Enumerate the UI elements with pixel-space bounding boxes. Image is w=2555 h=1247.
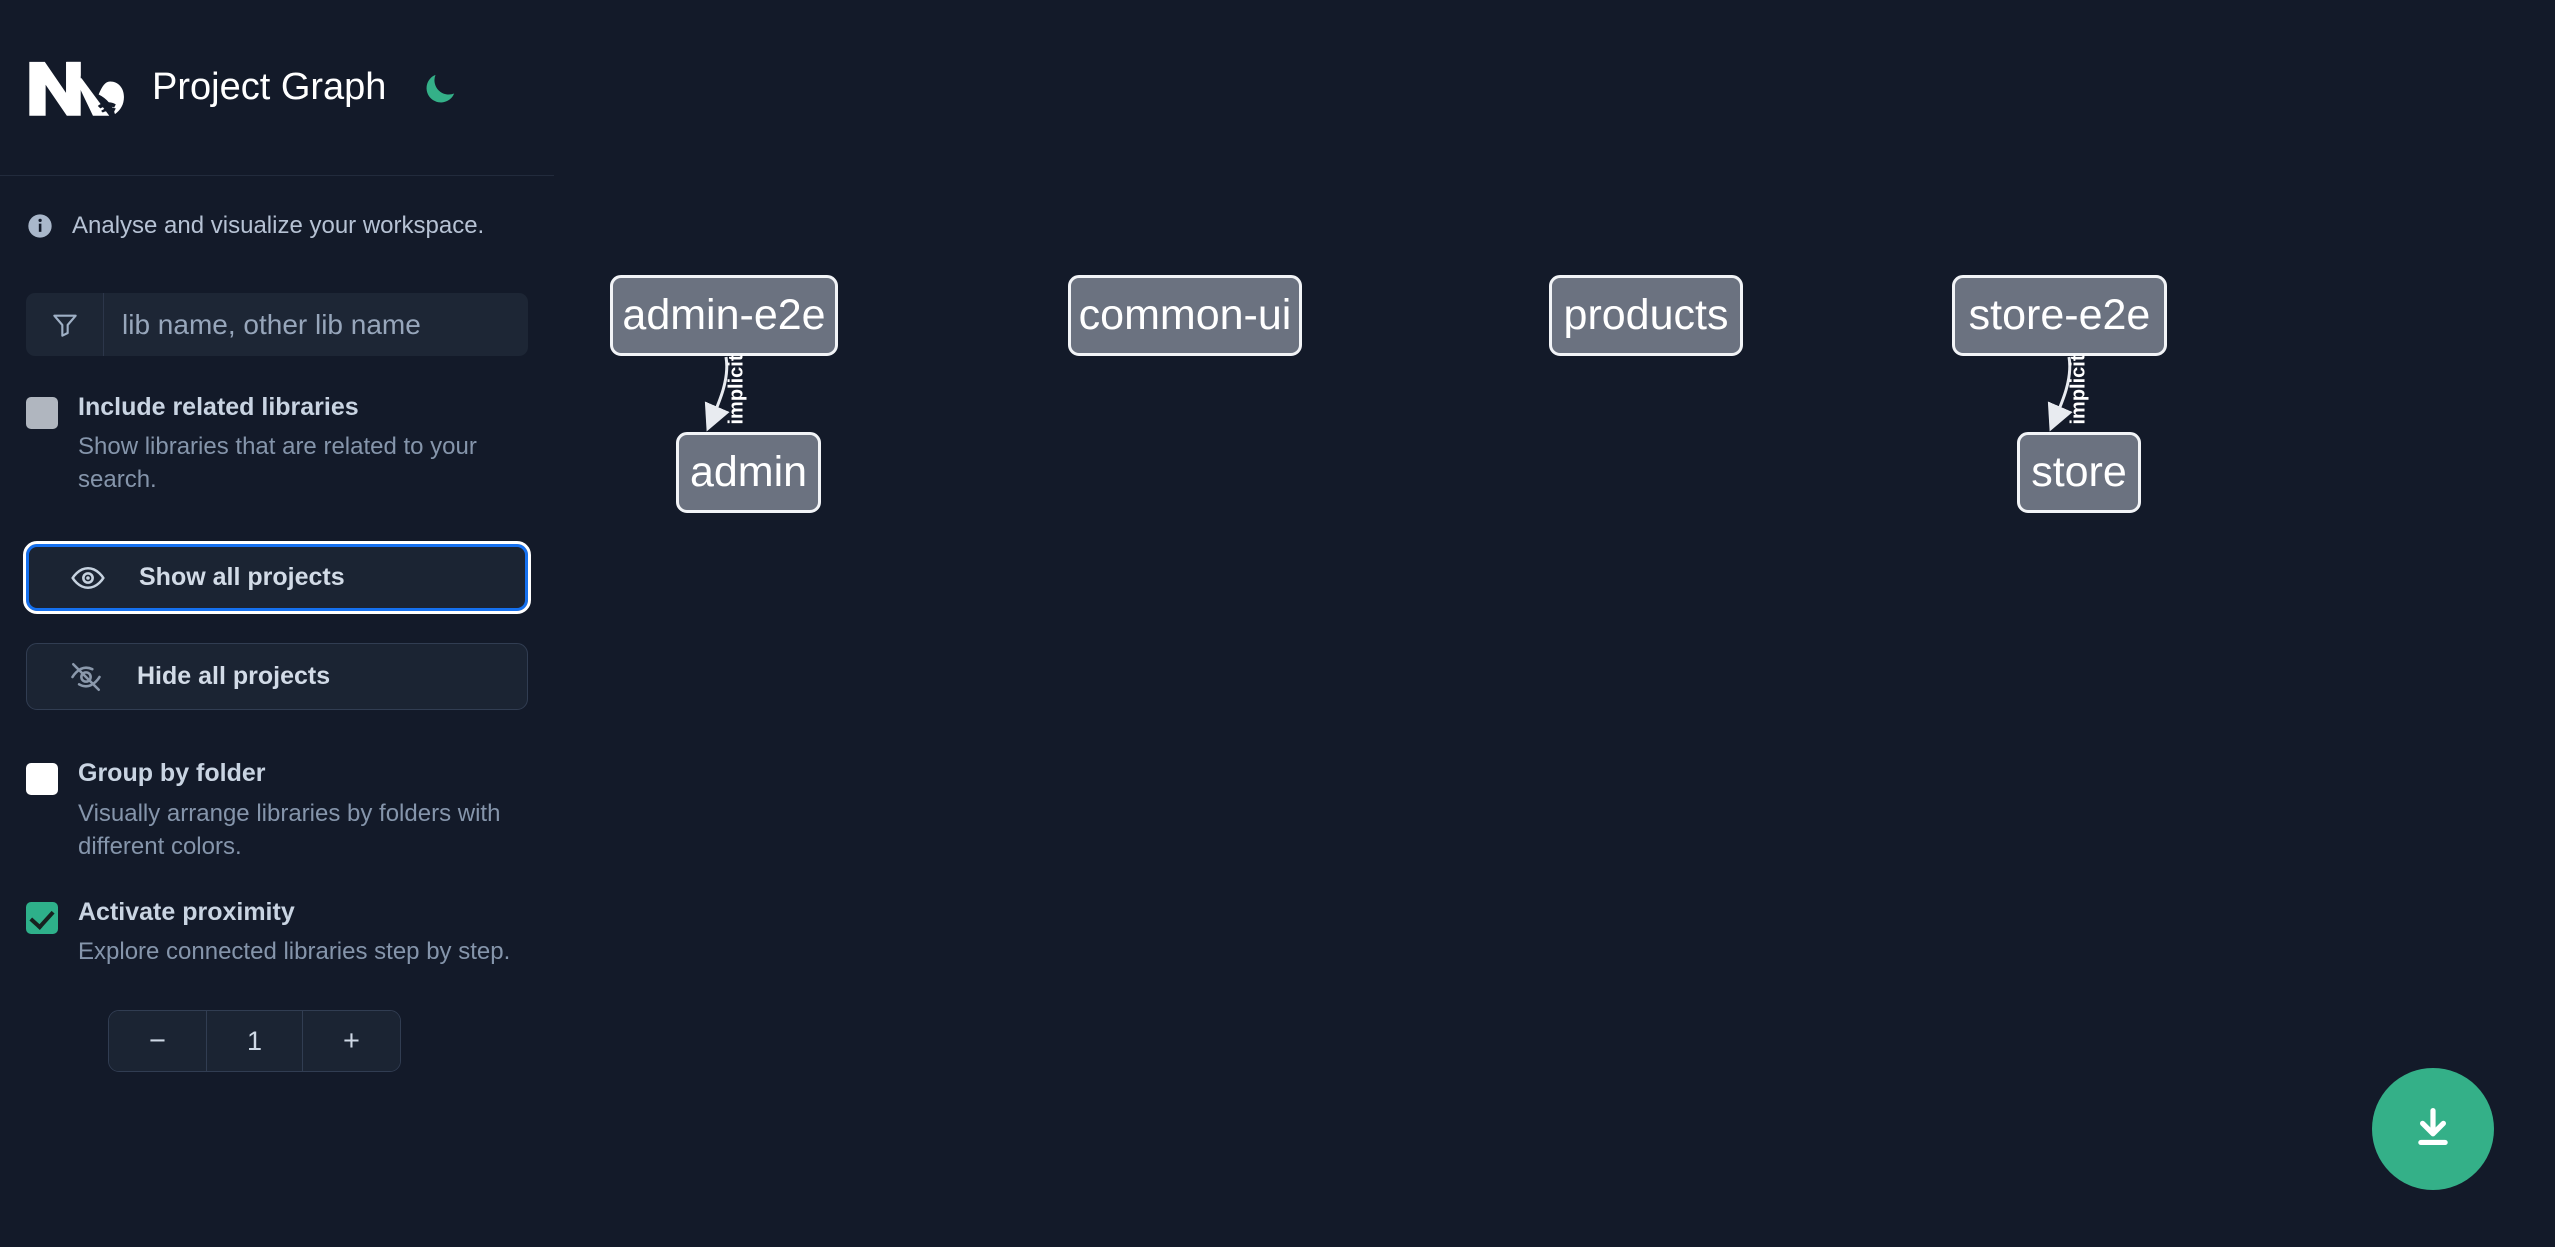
checkbox-group-by-folder[interactable] xyxy=(26,763,58,796)
moon-icon[interactable] xyxy=(416,64,464,112)
filter-field[interactable] xyxy=(26,293,528,356)
search-input[interactable] xyxy=(104,293,528,356)
page-title: Project Graph xyxy=(152,66,387,108)
proximity-stepper-row: − 1 + xyxy=(0,1010,554,1073)
proximity-stepper: − 1 + xyxy=(108,1010,401,1073)
info-circle-icon xyxy=(26,212,54,240)
option-description: Visually arrange libraries by folders wi… xyxy=(78,799,501,860)
show-all-projects-button[interactable]: Show all projects xyxy=(23,541,531,615)
option-include-related-libraries[interactable]: Include related libraries Show libraries… xyxy=(0,392,554,496)
option-label: Group by folder xyxy=(78,759,266,788)
checkbox-activate-proximity[interactable] xyxy=(26,901,58,934)
graph-canvas[interactable]: admin-e2e common-ui products store-e2e a… xyxy=(554,0,2555,1247)
proximity-increment-button[interactable]: + xyxy=(303,1011,400,1072)
sidebar: Project Graph Analyse and visualize yo xyxy=(0,0,554,1247)
graph-node-common-ui[interactable]: common-ui xyxy=(1068,275,1302,356)
option-activate-proximity[interactable]: Activate proximity Explore connected lib… xyxy=(0,897,554,968)
download-icon xyxy=(2418,1107,2448,1146)
graph-node-admin-e2e[interactable]: admin-e2e xyxy=(610,275,838,356)
graph-edges xyxy=(704,356,2073,432)
graph-node-admin[interactable]: admin xyxy=(676,432,821,513)
hide-all-projects-button[interactable]: Hide all projects xyxy=(26,643,528,711)
option-description: Show libraries that are related to your … xyxy=(78,433,477,494)
proximity-decrement-button[interactable]: − xyxy=(109,1011,206,1072)
download-graph-button[interactable] xyxy=(2372,1068,2494,1190)
workspace-info-text: Analyse and visualize your workspace. xyxy=(72,212,485,239)
option-group-by-folder[interactable]: Group by folder Visually arrange librari… xyxy=(0,758,554,862)
workspace-info: Analyse and visualize your workspace. xyxy=(0,176,554,240)
filter-funnel-icon xyxy=(26,293,104,356)
sidebar-scroll-region[interactable]: Project Graph Analyse and visualize yo xyxy=(0,0,554,1247)
option-label: Activate proximity xyxy=(78,897,295,926)
show-all-projects-label: Show all projects xyxy=(139,563,345,592)
nx-logo-icon xyxy=(26,57,124,119)
checkbox-include-related-libraries[interactable] xyxy=(26,397,58,429)
eye-icon xyxy=(69,559,107,597)
graph-node-products[interactable]: products xyxy=(1549,275,1743,356)
graph-node-store[interactable]: store xyxy=(2017,432,2141,513)
proximity-value: 1 xyxy=(206,1011,303,1072)
hide-all-projects-label: Hide all projects xyxy=(137,662,331,691)
option-label: Include related libraries xyxy=(78,393,359,421)
visibility-buttons: Show all projects Hide all projects xyxy=(0,541,554,711)
graph-node-store-e2e[interactable]: store-e2e xyxy=(1952,275,2167,356)
sidebar-header: Project Graph xyxy=(0,0,554,176)
option-description: Explore connected libraries step by step… xyxy=(78,938,511,966)
eye-off-icon xyxy=(67,658,105,696)
